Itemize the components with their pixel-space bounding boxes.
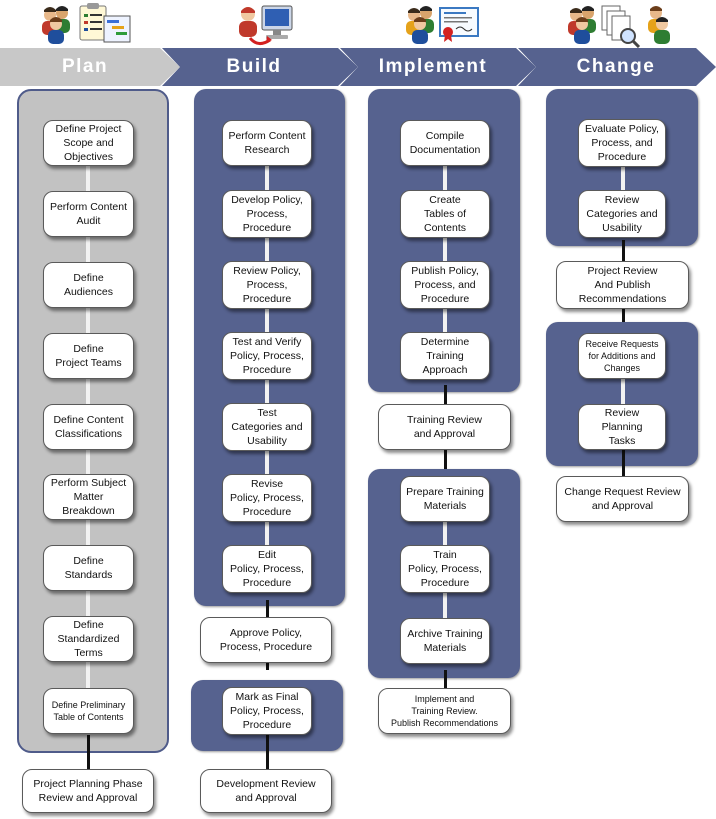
phase-label-build: Build [226, 56, 282, 77]
change-step-review-categories: Review Categories and Usability [578, 190, 666, 238]
build-step-edit: Edit Policy, Process, Procedure [222, 545, 312, 593]
build-step-revise: Revise Policy, Process, Procedure [222, 474, 312, 522]
arrow-plan-shape [0, 48, 180, 86]
build-step-research: Perform Content Research [222, 120, 312, 166]
plan-step-toc: Define Preliminary Table of Contents [43, 688, 134, 734]
implement-step-publish: Publish Policy, Process, and Procedure [400, 261, 490, 309]
implement-step-archive: Archive Training Materials [400, 618, 490, 664]
implement-step-prepare: Prepare Training Materials [400, 476, 490, 522]
phase-label-plan: Plan [61, 56, 109, 77]
plan-review-approval: Project Planning Phase Review and Approv… [22, 769, 154, 813]
change-step-review-planning: Review Planning Tasks [578, 404, 666, 450]
change-request-review: Change Request Review and Approval [556, 476, 689, 522]
implement-step-compile: Compile Documentation [400, 120, 490, 166]
phase-arrow-implement: Implement [340, 48, 536, 86]
plan-step-breakdown: Perform Subject Matter Breakdown [43, 474, 134, 520]
plan-step-audit: Perform Content Audit [43, 191, 134, 237]
build-review-approval: Development Review and Approval [200, 769, 332, 813]
people-certificate-icon [406, 6, 479, 44]
people-checklist-icon [42, 3, 131, 44]
implement-step-train: Train Policy, Process, Procedure [400, 545, 490, 593]
implement-final-review: Implement and Training Review. Publish R… [378, 688, 511, 734]
build-step-develop: Develop Policy, Process, Procedure [222, 190, 312, 238]
build-step-review: Review Policy, Process, Procedure [222, 261, 312, 309]
implement-step-toc: Create Tables of Contents [400, 190, 490, 238]
build-approve: Approve Policy, Process, Procedure [200, 617, 332, 663]
build-review-connector [266, 735, 269, 771]
implement-training-review: Training Review and Approval [378, 404, 511, 450]
plan-step-scope: Define Project Scope and Objectives [43, 120, 134, 166]
implement-connector-a [443, 140, 447, 360]
plan-step-teams: Define Project Teams [43, 333, 134, 379]
implement-final-connector [444, 670, 447, 692]
phase-arrow-plan: Plan [0, 48, 180, 86]
phase-arrow-change: Change [518, 48, 716, 86]
change-connector-a [621, 140, 625, 220]
person-computer-icon [239, 5, 293, 45]
phase-label-change: Change [576, 56, 656, 77]
phase-arrow-build: Build [162, 48, 358, 86]
build-mark-final: Mark as Final Policy, Process, Procedure [222, 687, 312, 735]
change-step-receive-requests: Receive Requests for Additions and Chang… [578, 333, 666, 379]
phase-label-implement: Implement [378, 56, 488, 77]
change-final-connector [622, 450, 625, 480]
build-step-test-verify: Test and Verify Policy, Process, Procedu… [222, 332, 312, 380]
change-project-review: Project Review And Publish Recommendatio… [556, 261, 689, 309]
change-step-evaluate: Evaluate Policy, Process, and Procedure [578, 119, 666, 167]
plan-step-standards: Define Standards [43, 545, 134, 591]
plan-step-terms: Define Standardized Terms [43, 616, 134, 662]
plan-step-audiences: Define Audiences [43, 262, 134, 308]
plan-review-connector [87, 735, 90, 771]
implement-step-training-approach: Determine Training Approach [400, 332, 490, 380]
plan-step-classifications: Define Content Classifications [43, 404, 134, 450]
change-connector-b [621, 355, 625, 435]
build-step-test-categories: Test Categories and Usability [222, 403, 312, 451]
people-documents-search-icon [568, 5, 670, 48]
